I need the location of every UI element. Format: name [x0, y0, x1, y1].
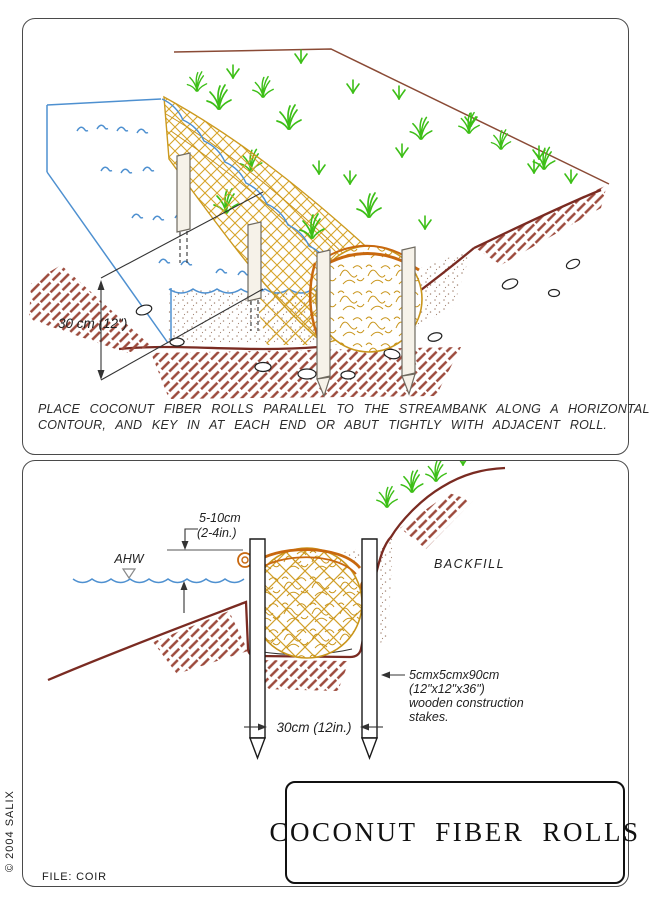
stake-note: 5cmx5cmx90cm (12"x12"x36") wooden constr… [381, 668, 524, 724]
cross-section-drawing: AHW [47, 461, 524, 760]
copyright-note: © 2004 SALIX [4, 790, 16, 872]
placement-note-line2: CONTOUR, AND KEY IN AT EACH END OR ABUT … [38, 417, 608, 432]
freeboard-label: 5-10cm [199, 511, 241, 525]
file-note: FILE: COIR [42, 871, 107, 883]
water-surface [46, 98, 250, 344]
water-level-marker [121, 568, 137, 580]
subsoil-hatch [153, 611, 349, 691]
water-level-label: AHW [113, 552, 144, 566]
depth-dimension: 30 cm (12") [58, 191, 264, 381]
bottom-panel: AHW [22, 460, 638, 887]
placement-note: PLACE COCONUT FIBER ROLLS PARALLEL TO TH… [38, 402, 650, 433]
left-bank-hatch [29, 265, 151, 353]
stake-note-line4: stakes. [409, 710, 449, 724]
drawing-title: COCONUT FIBER ROLLS [269, 817, 641, 847]
stones [135, 258, 581, 380]
bank-top-edge [173, 48, 610, 185]
stake-note-line3: wooden construction [409, 696, 524, 710]
backfill-label: BACKFILL [434, 557, 505, 571]
freeboard-dimension: 5-10cm (2-4in.) [167, 511, 243, 551]
spacing-label: 30cm (12in.) [276, 720, 351, 735]
wooden-stakes [248, 538, 379, 760]
roll-cross-section [237, 547, 376, 659]
stake-note-line2: (12"x12"x36") [409, 682, 485, 696]
roll-end-face [299, 213, 423, 353]
water-line: AHW [72, 552, 245, 613]
depth-dimension-label: 30 cm (12") [58, 316, 127, 331]
freeboard-label-alt: (2-4in.) [197, 526, 237, 540]
front-stakes [316, 246, 416, 398]
rear-stakes [176, 152, 262, 331]
cut-slope-soil [414, 185, 607, 328]
title-block: COCONUT FIBER ROLLS [269, 781, 638, 884]
top-panel: 30 cm (12") PLACE COCONUT FIBER ROLLS PA… [22, 18, 649, 455]
perspective-drawing: 30 cm (12") [29, 48, 610, 399]
spacing-dimension: 30cm (12in.) [244, 720, 383, 735]
stake-note-line1: 5cmx5cmx90cm [409, 668, 499, 682]
placement-note-line1: PLACE COCONUT FIBER ROLLS PARALLEL TO TH… [38, 402, 650, 416]
sand-wedge [414, 249, 472, 328]
